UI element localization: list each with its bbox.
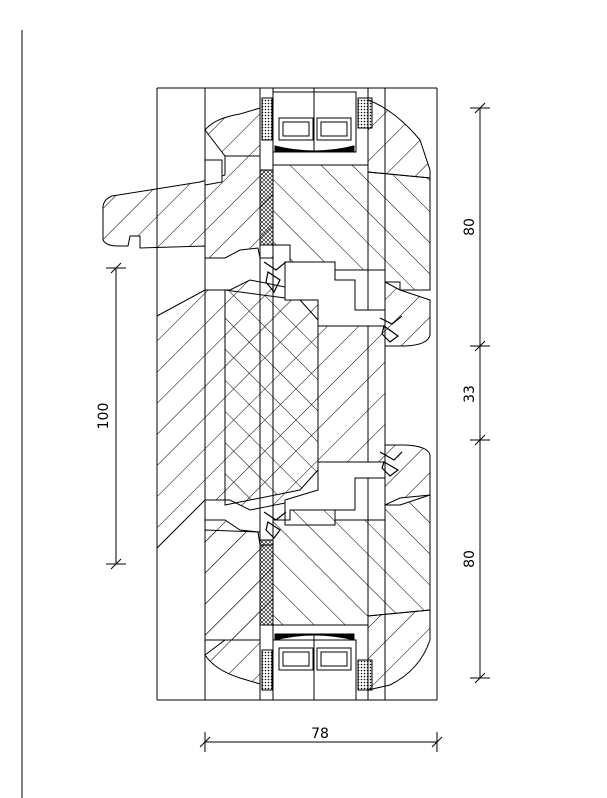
dimension-label-mullion-height: 100 <box>96 403 112 430</box>
mullion-profile <box>156 261 386 550</box>
dimension-label-sash-top: 80 <box>462 218 478 236</box>
dimension-mullion-height <box>106 262 126 570</box>
top-sash-profile <box>102 99 431 347</box>
dimension-overall-depth <box>199 732 443 752</box>
bottom-sash-profile <box>204 444 431 691</box>
dimension-label-overall-depth: 78 <box>311 726 329 742</box>
dimension-label-sash-bottom: 80 <box>462 550 478 568</box>
glazing-top <box>261 88 373 153</box>
dimension-label-middle-gap: 33 <box>462 385 478 403</box>
glazing-bottom <box>261 633 373 701</box>
gaskets <box>263 261 403 539</box>
dimension-chain-right <box>470 102 490 684</box>
